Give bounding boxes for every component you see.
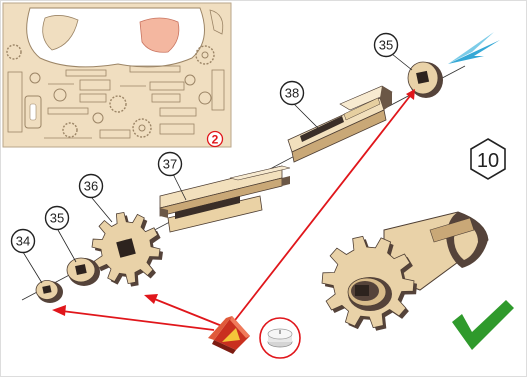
callout-36: 36 — [78, 173, 113, 223]
assembled-result — [321, 211, 489, 331]
step-number-badge: 10 — [470, 138, 506, 180]
callout-38-label: 38 — [285, 86, 299, 101]
callout-36-label: 36 — [84, 179, 98, 194]
callout-37-label: 37 — [163, 157, 177, 172]
part-35-washer-upper — [407, 61, 443, 98]
part-38-key — [287, 85, 393, 163]
callout-34: 34 — [10, 228, 43, 284]
callout-35-left-label: 35 — [50, 211, 64, 226]
glue-tube-icon — [259, 317, 301, 359]
checkmark-icon — [452, 300, 514, 350]
part-37-key — [159, 165, 291, 233]
blue-arrow-icon — [448, 32, 500, 64]
part-34-washer — [35, 280, 63, 303]
callout-35-right: 35 — [373, 32, 413, 71]
part-35-washer-left — [66, 257, 100, 286]
gear-square-hole — [116, 238, 136, 258]
callout-35-left: 35 — [44, 205, 77, 263]
callout-34-label: 34 — [16, 234, 30, 249]
callout-35-right-label: 35 — [379, 38, 393, 53]
sheet-number: 2 — [212, 133, 219, 147]
guide-arrows — [61, 95, 411, 331]
sheet-number-badge — [206, 130, 224, 148]
part-36-gear — [91, 211, 163, 287]
callout-37: 37 — [157, 151, 187, 201]
step-number: 10 — [477, 150, 499, 172]
callout-38: 38 — [279, 80, 319, 129]
part-sheet-thumbnail: 2 — [2, 2, 232, 148]
candle-wax-icon — [208, 316, 250, 354]
guide-arrow-heads — [52, 89, 415, 316]
